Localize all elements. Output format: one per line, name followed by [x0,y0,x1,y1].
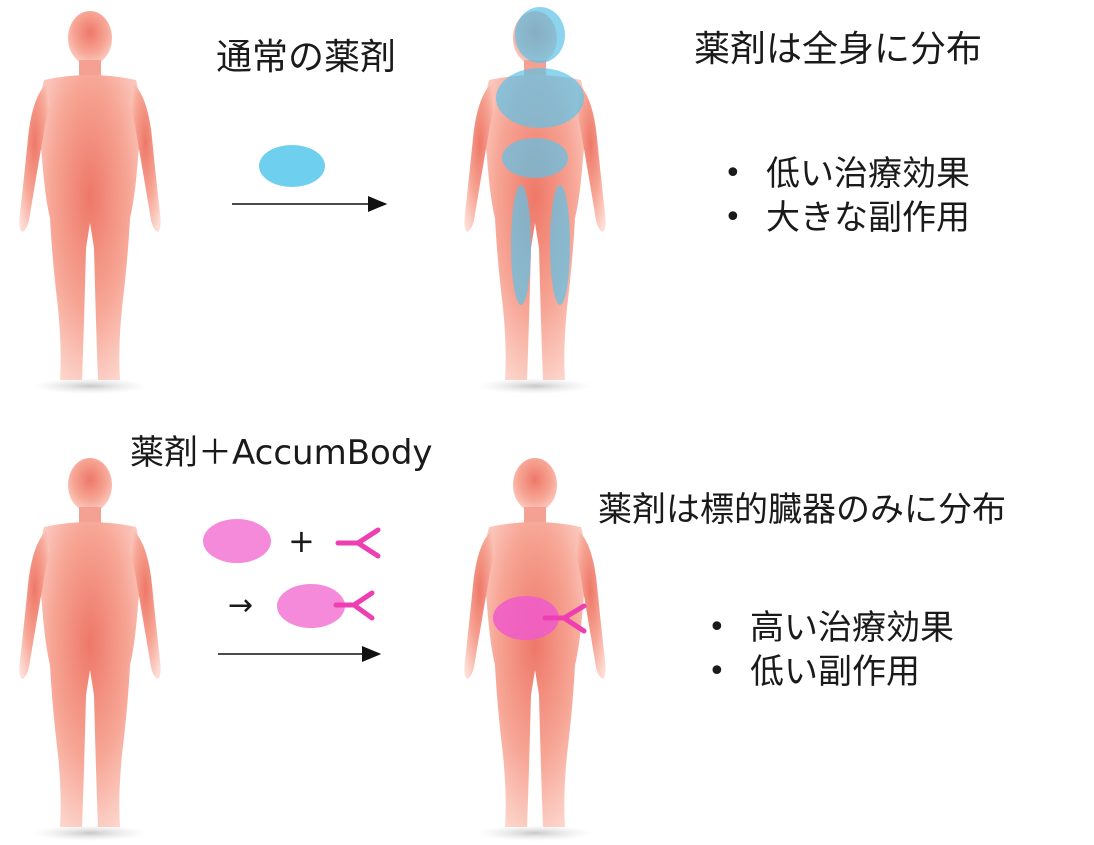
drug-molecule-icon [259,145,325,187]
antibody-icon [338,530,378,556]
label-drug-accumbody: 薬剤＋AccumBody [130,425,433,474]
bullet-item: 低い副作用 [702,650,954,694]
plus-sign: + [288,522,315,560]
bullet-item: 高い治療効果 [702,606,954,650]
label-normal-drug: 通常の薬剤 [216,28,396,80]
bullet-item: 大きな副作用 [718,196,970,240]
arrow-symbol: → [228,588,253,623]
drug-distribution-right-leg [550,185,570,305]
drug-distribution-left-leg [511,185,531,305]
drug-distribution-head [515,7,565,63]
bullet-item: 低い治療効果 [718,152,970,196]
drug-molecule-pink-icon [203,519,271,563]
result-title-bottom: 薬剤は標的臓器のみに分布 [598,482,1006,531]
bullet-list-top: 低い治療効果 大きな副作用 [718,152,970,240]
drug-distribution-chest [496,68,584,128]
result-title-top: 薬剤は全身に分布 [694,20,982,72]
bullet-list-bottom: 高い治療効果 低い副作用 [702,606,954,694]
drug-distribution-abdomen [502,138,568,178]
